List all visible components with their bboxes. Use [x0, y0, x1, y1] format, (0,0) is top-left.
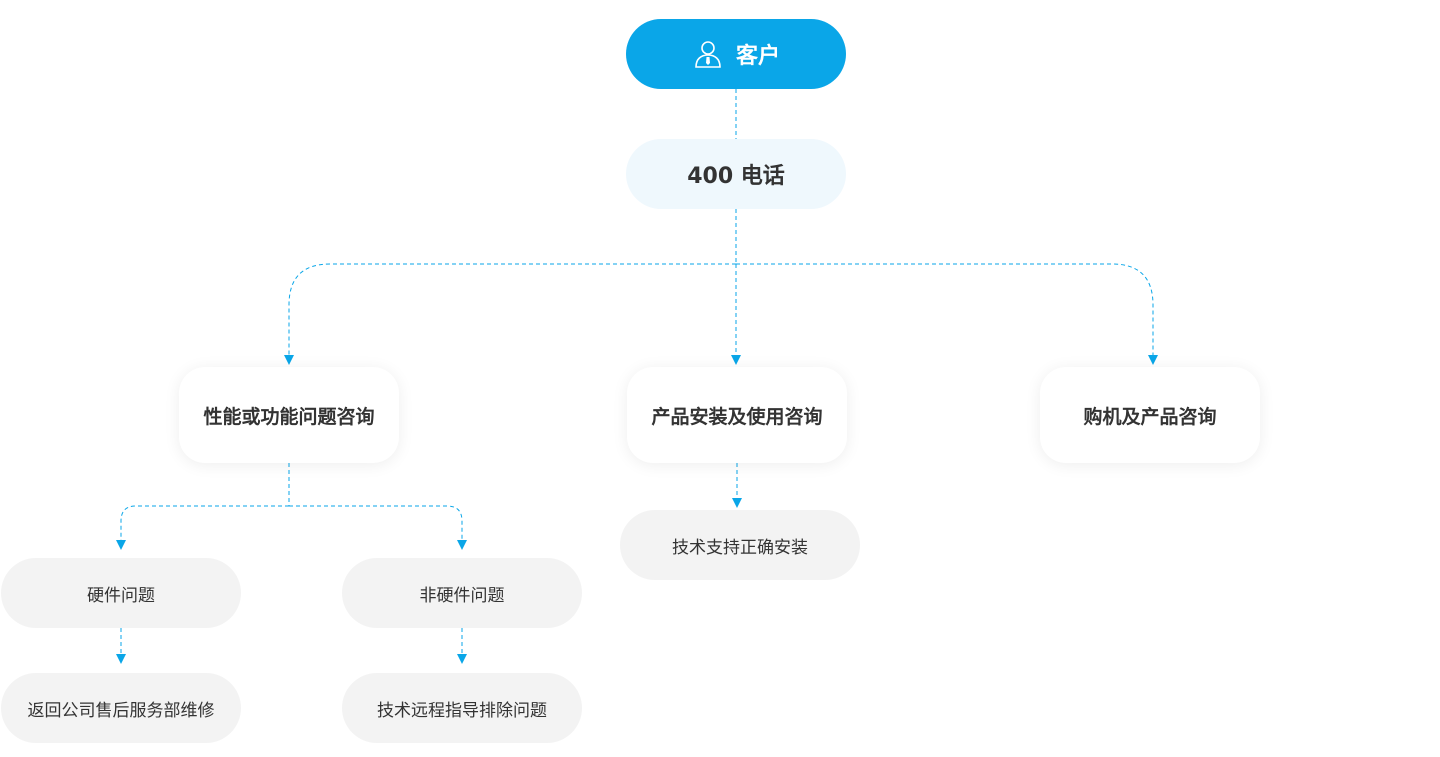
- connector-branch-right: [736, 263, 1158, 365]
- category-performance: 性能或功能问题咨询: [179, 367, 399, 463]
- phone-node: 400 电话: [626, 139, 846, 209]
- connector-to-non-hardware: [289, 505, 467, 550]
- category-purchase: 购机及产品咨询: [1040, 367, 1260, 463]
- category-installation: 产品安装及使用咨询: [627, 367, 847, 463]
- hardware-action-label: 返回公司售后服务部维修: [27, 700, 215, 721]
- non-hardware-action-node: 技术远程指导排除问题: [342, 673, 582, 743]
- hardware-issue-label: 硬件问题: [87, 585, 155, 606]
- install-support-node: 技术支持正确安装: [620, 510, 860, 580]
- customer-label: 客户: [735, 44, 780, 69]
- non-hardware-action-label: 技术远程指导排除问题: [377, 700, 547, 721]
- customer-node: 客户: [626, 19, 846, 89]
- category-installation-label: 产品安装及使用咨询: [651, 405, 823, 428]
- connector-to-hardware: [116, 505, 289, 550]
- non-hardware-issue-node: 非硬件问题: [342, 558, 582, 628]
- non-hardware-issue-label: 非硬件问题: [419, 585, 505, 606]
- category-performance-label: 性能或功能问题咨询: [203, 405, 375, 428]
- hardware-issue-node: 硬件问题: [1, 558, 241, 628]
- connector-branch-left: [284, 263, 736, 365]
- hardware-action-node: 返回公司售后服务部维修: [1, 673, 241, 743]
- phone-label: 400 电话: [687, 164, 785, 189]
- install-support-label: 技术支持正确安装: [672, 537, 808, 558]
- user-icon: [692, 38, 724, 70]
- category-purchase-label: 购机及产品咨询: [1083, 405, 1217, 428]
